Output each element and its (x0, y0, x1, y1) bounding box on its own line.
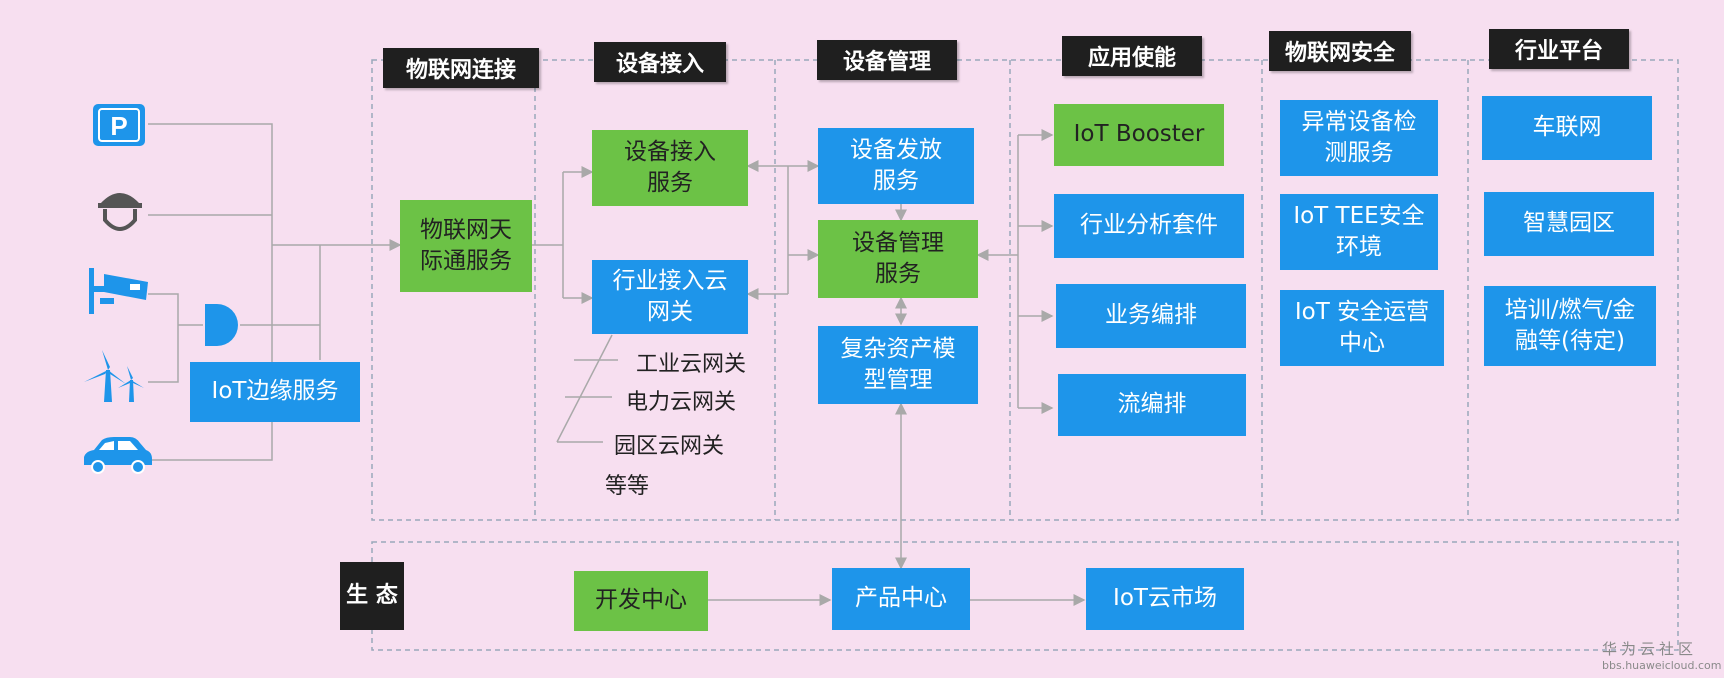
industry-analysis-box[interactable]: 行业分析套件 (1054, 194, 1244, 258)
gateway-campus: 园区云网关 (614, 434, 725, 459)
device-access-service-box[interactable]: 设备接入 服务 (592, 130, 748, 206)
gateway-power: 电力云网关 (626, 390, 737, 415)
header-industry: 行业平台 (1489, 29, 1629, 69)
cctv-camera-icon (86, 266, 152, 326)
industry-gateway-box[interactable]: 行业接入云 网关 (592, 260, 748, 334)
car-icon (80, 435, 154, 479)
stream-orchestration-box[interactable]: 流编排 (1058, 374, 1246, 436)
iot-booster-box[interactable]: IoT Booster (1054, 104, 1224, 166)
anomaly-detection-box[interactable]: 异常设备检 测服务 (1280, 100, 1438, 176)
parking-icon: P (92, 103, 146, 151)
svg-text:P: P (110, 111, 127, 141)
iot-market-box[interactable]: IoT云市场 (1086, 568, 1244, 630)
gateway-industrial: 工业云网关 (636, 352, 747, 377)
iot-tee-box[interactable]: IoT TEE安全 环境 (1280, 194, 1438, 270)
watermark-title: 华为云社区 (1602, 640, 1698, 658)
asset-model-box[interactable]: 复杂资产模 型管理 (818, 326, 978, 404)
dev-center-box[interactable]: 开发中心 (574, 571, 708, 631)
product-center-box[interactable]: 产品中心 (832, 568, 970, 630)
wind-turbine-icon (82, 350, 146, 408)
business-orchestration-box[interactable]: 业务编排 (1056, 284, 1246, 348)
tiantong-service-box[interactable]: 物联网天 际通服务 (400, 200, 532, 292)
gateway-icon (203, 302, 241, 352)
smart-campus-box[interactable]: 智慧园区 (1484, 192, 1654, 256)
header-enablement: 应用使能 (1062, 36, 1202, 76)
dome-camera-icon (94, 186, 146, 240)
header-connection: 物联网连接 (383, 48, 539, 88)
device-distribution-box[interactable]: 设备发放 服务 (818, 128, 974, 204)
iot-edge-service-box[interactable]: IoT边缘服务 (190, 362, 360, 422)
header-access: 设备接入 (594, 42, 726, 82)
watermark-url: bbs.huaweicloud.com (1602, 659, 1722, 672)
gateway-etc: 等等 (605, 474, 650, 499)
device-management-box[interactable]: 设备管理 服务 (818, 220, 978, 298)
header-management: 设备管理 (817, 40, 957, 80)
training-gas-finance-box[interactable]: 培训/燃气/金 融等(待定) (1484, 286, 1656, 366)
ecosystem-label: 生 态 (340, 562, 404, 630)
security-operations-box[interactable]: IoT 安全运营 中心 (1280, 290, 1444, 366)
connected-vehicle-box[interactable]: 车联网 (1482, 96, 1652, 160)
header-security: 物联网安全 (1269, 31, 1411, 71)
